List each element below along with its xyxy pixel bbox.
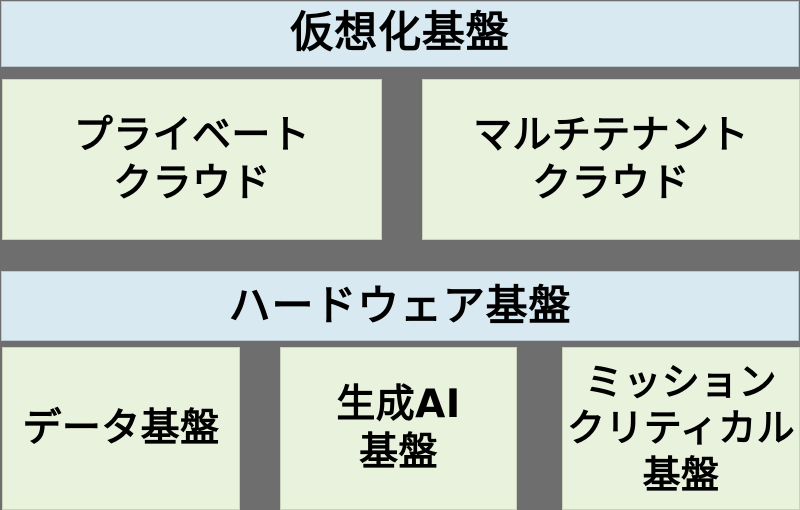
card-data-foundation-label: データ基盤 bbox=[22, 405, 220, 451]
card-data-foundation: データ基盤 bbox=[2, 347, 240, 510]
card-multitenant-cloud-label: マルチテナントクラウド bbox=[473, 112, 749, 206]
card-mission-critical: ミッションクリティカル基盤 bbox=[562, 347, 800, 510]
banner-virtualization-label: 仮想化基盤 bbox=[290, 8, 510, 59]
card-multitenant-cloud: マルチテナントクラウド bbox=[422, 79, 800, 240]
banner-hardware: ハードウェア基盤 bbox=[1, 271, 799, 341]
banner-hardware-label: ハードウェア基盤 bbox=[228, 280, 572, 330]
card-private-cloud-label: プライベートクラウド bbox=[73, 112, 311, 206]
card-mission-critical-label: ミッションクリティカル基盤 bbox=[566, 359, 795, 497]
banner-virtualization: 仮想化基盤 bbox=[1, 1, 799, 67]
card-private-cloud: プライベートクラウド bbox=[2, 79, 382, 240]
